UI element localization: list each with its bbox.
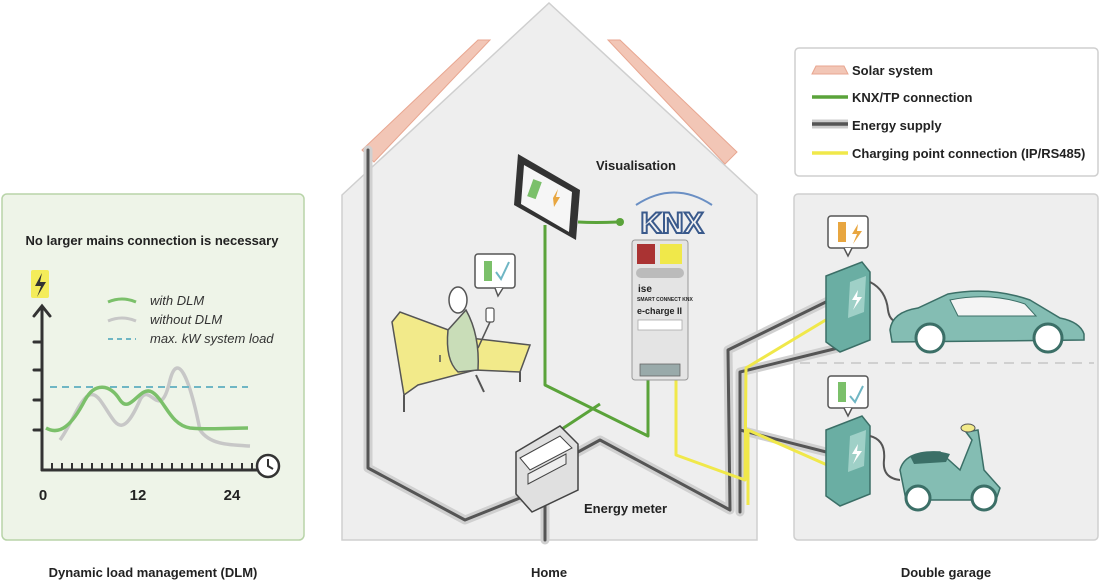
charging-cables [674,313,835,505]
series-label-with-dlm: with DLM [150,293,204,308]
dlm-title: No larger mains connection is necessary [26,233,280,248]
speech-bubble-status-icon [474,253,516,298]
caption-home: Home [531,565,567,580]
solar-panel-right [606,39,738,165]
car [889,290,1085,354]
scooter [899,423,1001,512]
e-charge-device: ise SMART CONNECT KNX e-charge II [631,239,693,381]
legend-label-energy: Energy supply [852,118,942,133]
knx-logo-text: KNX [640,207,703,240]
series-label-without-dlm: without DLM [150,312,222,327]
energy-meter [515,425,579,513]
lightning-icon [31,270,49,298]
device-line1: SMART CONNECT KNX [637,297,693,303]
visualisation-panel [514,154,624,240]
x-tick-24: 24 [224,487,241,504]
legend-swatch-solar [811,65,849,75]
legend-label-charging: Charging point connection (IP/RS485) [852,146,1085,161]
home-house [341,1,758,541]
legend: Solar system KNX/TP connection Energy su… [794,47,1099,177]
energy-meter-label: Energy meter [584,501,667,516]
speech-bubble-charging-icon-bottom [827,375,869,418]
dlm-panel: No larger mains connection is necessary [1,193,305,541]
visualisation-label: Visualisation [596,158,676,173]
dlm-series-legend: with DLM without DLM max. kW system load [107,293,274,346]
device-brand: ise [638,284,652,295]
clock-icon [255,453,281,479]
person-on-sofa [391,286,532,412]
curve-with-dlm [45,385,249,433]
caption-garage: Double garage [901,565,991,580]
knx-logo: KNX [635,191,713,241]
charging-station-bottom [825,415,901,507]
x-tick-12: 12 [130,487,147,504]
legend-label-knx: KNX/TP connection [852,90,972,105]
x-tick-0: 0 [39,487,47,504]
speech-bubble-charging-icon-top [827,215,869,258]
dlm-x-ticks [51,463,253,470]
legend-label-solar: Solar system [852,63,933,78]
device-model: e-charge II [637,306,682,316]
caption-dlm: Dynamic load management (DLM) [49,565,258,580]
series-label-max-kw: max. kW system load [150,331,274,346]
